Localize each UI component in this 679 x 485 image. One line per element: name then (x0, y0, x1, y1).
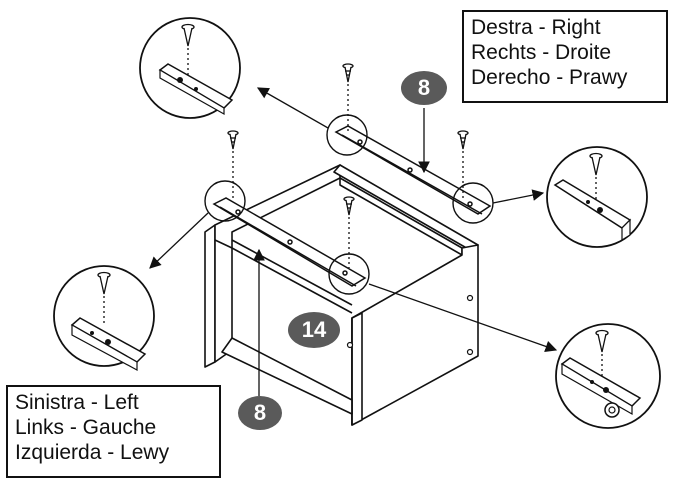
screws (227, 63, 469, 268)
callout-arrows (149, 87, 558, 396)
part-badge-top: 8 (401, 71, 447, 105)
detail-right (546, 146, 648, 248)
screw-icon (457, 130, 469, 150)
left-language-label: Sinistra - Left Links - Gauche Izquierda… (6, 385, 221, 478)
label-line: Sinistra - Left (15, 391, 139, 414)
cabinet (204, 164, 479, 426)
detail-bottom-right (555, 323, 661, 429)
label-line: Derecho - Prawy (471, 66, 628, 89)
detail-left (53, 265, 155, 372)
label-line: Links - Gauche (15, 416, 157, 439)
slide-left (212, 197, 367, 287)
panel-holes (346, 294, 474, 356)
label-line: Rechts - Droite (471, 41, 612, 64)
right-language-label: Destra - Right Rechts - Droite Derecho -… (462, 10, 668, 103)
screw-icon (227, 130, 239, 150)
part-badge-bottom: 8 (238, 396, 282, 430)
left-side-panel (204, 224, 216, 368)
detail-top-left (139, 17, 241, 119)
label-line: Izquierda - Lewy (15, 441, 170, 464)
back-top-edge (333, 164, 479, 251)
right-side-panel (351, 244, 479, 426)
front-frame (351, 312, 363, 426)
label-line: Destra - Right (471, 16, 601, 39)
screw-icon (343, 196, 355, 216)
screw-icon (342, 63, 354, 83)
part-badge-middle: 14 (288, 312, 340, 348)
slide-top (334, 125, 492, 215)
